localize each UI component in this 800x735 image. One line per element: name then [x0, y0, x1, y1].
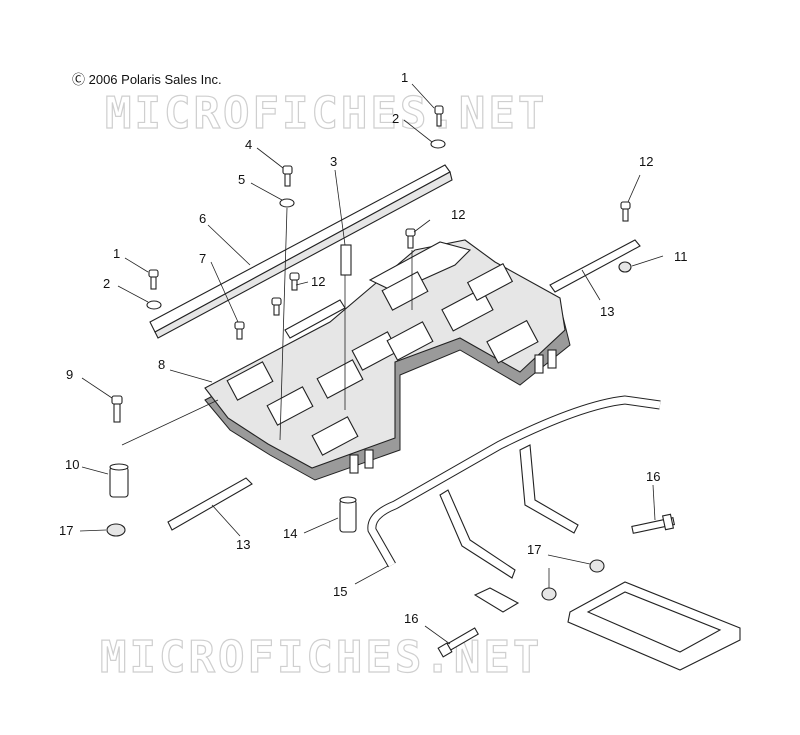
callout-1: 1 — [401, 70, 408, 85]
spacer-part-10 — [109, 463, 129, 498]
callout-1-left: 1 — [113, 246, 120, 261]
callout-12-low: 12 — [311, 274, 325, 289]
callout-5: 5 — [238, 172, 245, 187]
bolt-part-1-top — [434, 105, 444, 127]
callout-12-mid: 12 — [451, 207, 465, 222]
nut-part-17-right — [589, 559, 605, 573]
strip-part-13-upper — [549, 239, 641, 293]
callout-3: 3 — [330, 154, 337, 169]
callout-8: 8 — [158, 357, 165, 372]
washer-part-2-left — [146, 300, 162, 310]
callout-2: 2 — [392, 111, 399, 126]
callout-2-left: 2 — [103, 276, 110, 291]
trim-strip-part-6 — [149, 164, 453, 339]
callout-6: 6 — [199, 211, 206, 226]
bolt-part-16-bottom — [437, 627, 479, 658]
callout-16-bottom: 16 — [404, 611, 418, 626]
watermark-top: MICROFICHES.NET — [105, 88, 547, 139]
bolt-part-16-right — [631, 513, 676, 534]
washer-part-17-small — [541, 587, 557, 601]
callout-17-right: 17 — [527, 542, 541, 557]
callout-labels: 1 2 3 4 5 6 1 2 7 12 12 12 11 13 8 9 10 … — [59, 70, 688, 626]
nut-part-17-left — [106, 523, 126, 537]
bolt-part-1-left — [148, 269, 159, 290]
bolt-part-7 — [234, 321, 245, 340]
washer-part-5 — [279, 198, 295, 208]
callout-4: 4 — [245, 137, 252, 152]
callout-14: 14 — [283, 526, 297, 541]
bolt-part-9 — [111, 395, 123, 423]
tube-frame-part-15 — [367, 395, 661, 613]
bolt-part-12-c — [271, 272, 300, 316]
callout-9: 9 — [66, 367, 73, 382]
callout-16-right: 16 — [646, 469, 660, 484]
callout-13-lower: 13 — [236, 537, 250, 552]
strip-part-13-lower — [167, 477, 253, 531]
washer-part-2-top — [430, 139, 446, 149]
callout-11: 11 — [674, 249, 688, 264]
callout-7: 7 — [199, 251, 206, 266]
bolt-part-12-a — [405, 228, 416, 249]
callout-17-left: 17 — [59, 523, 73, 538]
spacer-part-3 — [340, 244, 352, 276]
nut-part-11 — [618, 261, 632, 273]
watermark-bottom: MICROFICHES.NET — [100, 632, 542, 683]
bolt-part-4 — [282, 165, 293, 187]
spacer-part-14 — [339, 496, 357, 533]
bolt-part-12-b — [620, 201, 631, 222]
callout-15: 15 — [333, 584, 347, 599]
leader-lines — [79, 83, 664, 645]
callout-13-upper: 13 — [600, 304, 614, 319]
callout-12-top: 12 — [639, 154, 653, 169]
copyright-notice: Ⓒ 2006 Polaris Sales Inc. — [72, 72, 222, 87]
rack-part-8 — [204, 239, 571, 481]
base-frame — [567, 581, 741, 671]
callout-10: 10 — [65, 457, 79, 472]
